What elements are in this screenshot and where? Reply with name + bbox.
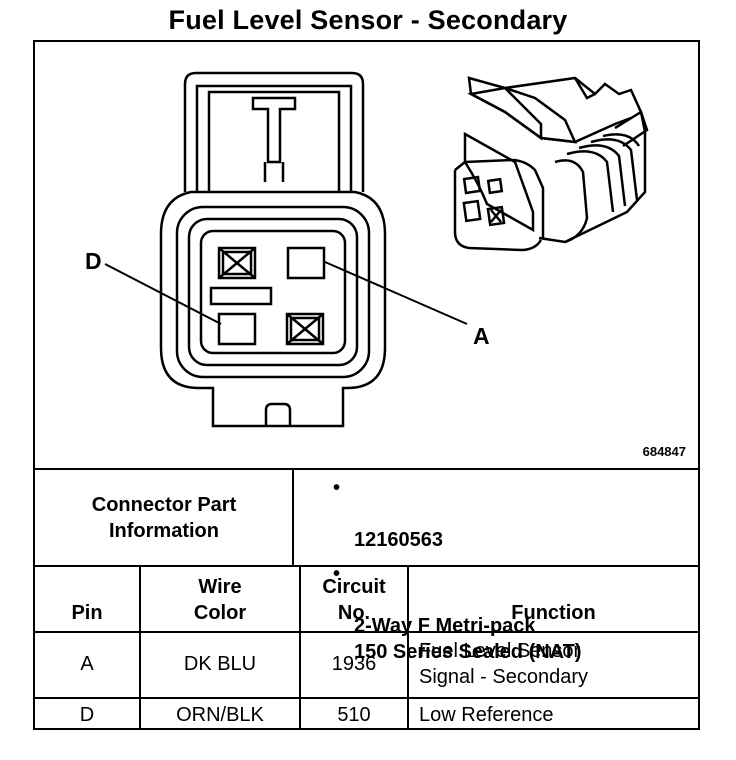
pin-label-d: D xyxy=(85,248,102,274)
divider-col-pin xyxy=(139,566,141,728)
terminal-cavity-d-open xyxy=(217,312,257,346)
part-info-item: • 2-Way F Metri-pack 150 Series Sealed (… xyxy=(331,561,582,665)
part-info-item: • 12160563 xyxy=(331,475,582,553)
diagram-title: Fuel Level Sensor - Secondary xyxy=(168,5,568,35)
connector-part-info-list: • 12160563 • 2-Way F Metri-pack 150 Seri… xyxy=(331,475,582,673)
diagram-frame: D A 684847 Connector Part Information • … xyxy=(33,40,700,730)
terminal-cavity-plugged xyxy=(285,312,325,346)
part-number: 12160563 xyxy=(354,529,443,551)
figure-id: 684847 xyxy=(642,444,686,459)
header-function: Function xyxy=(511,602,596,624)
row-d-pin: D xyxy=(79,704,95,726)
terminal-cavity-a xyxy=(286,246,326,280)
bullet: • xyxy=(333,563,341,585)
terminal-key xyxy=(209,286,273,306)
bullet: • xyxy=(333,477,341,499)
connector-type: 2-Way F Metri-pack 150 Series Sealed (NA… xyxy=(354,615,582,663)
leader-line-a xyxy=(324,261,468,325)
connector-latch xyxy=(183,71,365,192)
row-a-function: Fuel Level Sensor Signal - Secondary xyxy=(419,640,588,688)
header-pin: Pin xyxy=(71,602,103,624)
row-d-function: Low Reference xyxy=(419,704,554,726)
terminal-cavity-d xyxy=(217,246,257,280)
header-circuit-no: Circuit No. xyxy=(322,576,386,624)
row-a-circuit-no: 1936 xyxy=(331,653,377,675)
divider-part-info xyxy=(35,565,698,567)
connector-isometric-view xyxy=(453,76,649,252)
divider-row-a xyxy=(35,697,698,699)
connector-body-outline xyxy=(159,190,387,428)
connector-drawing xyxy=(104,71,649,428)
divider-drawing xyxy=(35,468,698,470)
leader-line-d xyxy=(104,263,222,325)
row-a-wire-color: DK BLU xyxy=(183,653,257,675)
divider-table-header xyxy=(35,631,698,633)
divider-col-circuit xyxy=(407,566,409,728)
pin-label-a: A xyxy=(473,323,490,349)
connector-part-info-heading: Connector Part Information xyxy=(91,493,237,542)
header-wire-color: Wire Color xyxy=(193,576,247,624)
row-d-circuit-no: 510 xyxy=(337,704,371,726)
divider-part-info-vertical xyxy=(292,469,294,566)
row-d-wire-color: ORN/BLK xyxy=(176,704,264,726)
row-a-pin: A xyxy=(80,653,94,675)
divider-col-wire xyxy=(299,566,301,728)
